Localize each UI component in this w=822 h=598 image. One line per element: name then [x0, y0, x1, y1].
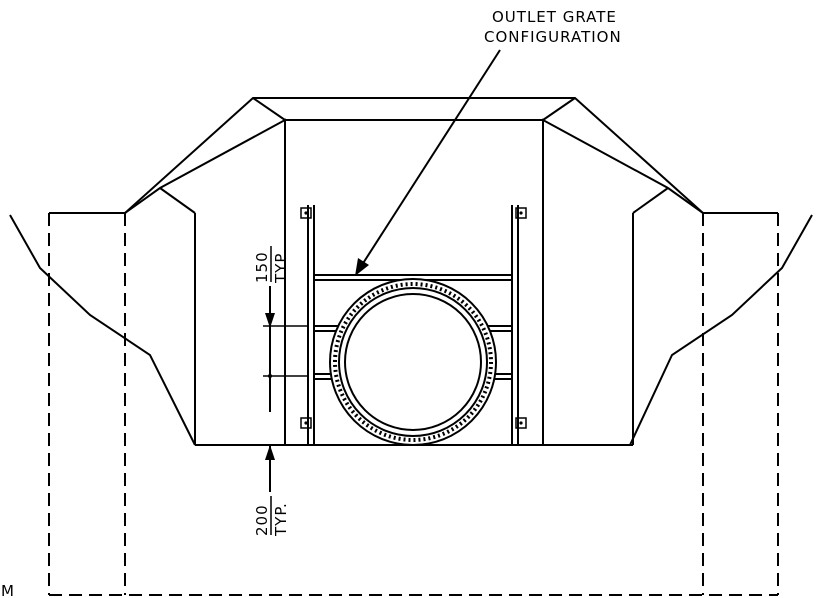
ground-slope-lines [9, 214, 813, 446]
base-offset-value: 200 [253, 504, 271, 536]
base-offset-dimension: 200 TYP. [253, 445, 290, 537]
bar-spacing-note: TYP. [272, 249, 290, 284]
callout-line-1: OUTLET GRATE [492, 8, 617, 26]
bar-spacing-value: 150 [253, 251, 271, 283]
edge-text-fragment: M [1, 582, 14, 598]
bar-spacing-dimension: 150 TYP. [253, 246, 308, 412]
callout-line-2: CONFIGURATION [484, 28, 622, 46]
base-offset-note: TYP. [272, 502, 290, 537]
pipe [329, 278, 497, 446]
callout-leader [355, 49, 501, 276]
callout-text: OUTLET GRATE CONFIGURATION [484, 8, 622, 46]
